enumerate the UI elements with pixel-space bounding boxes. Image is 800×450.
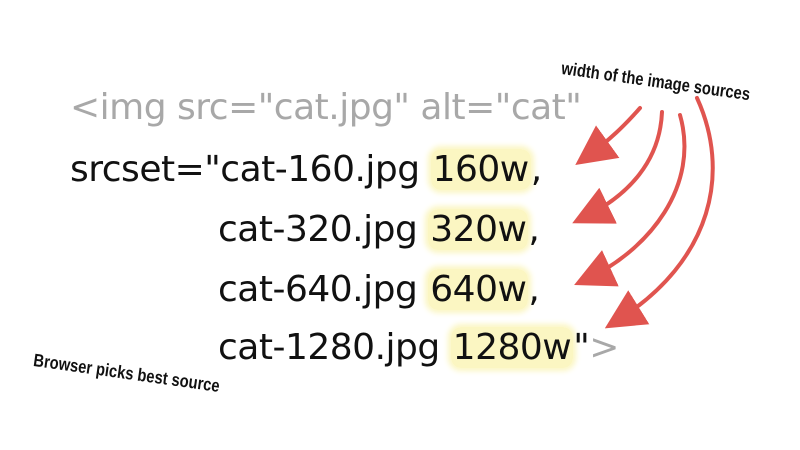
code-line-srcset-160: srcset="cat-160.jpg 160w,: [70, 149, 542, 190]
width-descriptor-640: 640w: [428, 269, 529, 310]
closing-bracket: >: [589, 327, 619, 368]
code-line-srcset-320: cat-320.jpg 320w,: [218, 209, 540, 250]
srcset-1280-filename: cat-1280.jpg: [218, 327, 451, 368]
srcset-160-filename: srcset="cat-160.jpg: [70, 149, 431, 190]
srcset-640-filename: cat-640.jpg: [218, 269, 429, 310]
closing-quote: ": [573, 327, 590, 368]
code-line-srcset-1280: cat-1280.jpg 1280w">: [218, 327, 619, 368]
width-descriptor-320: 320w: [428, 209, 529, 250]
comma: ,: [528, 209, 540, 250]
arrow-to-320w: [572, 110, 664, 224]
comma: ,: [528, 269, 540, 310]
srcset-320-filename: cat-320.jpg: [218, 209, 429, 250]
arrow-to-1280w: [604, 96, 715, 329]
arrow-to-640w: [574, 113, 687, 287]
code-line-img-tag: <img src="cat.jpg" alt="cat": [70, 87, 582, 128]
code-line-srcset-640: cat-640.jpg 640w,: [218, 269, 540, 310]
comma: ,: [530, 149, 542, 190]
img-tag-text: <img src="cat.jpg" alt="cat": [70, 87, 582, 128]
width-descriptor-160: 160w: [430, 149, 531, 190]
arrow-to-160w: [575, 106, 642, 166]
width-descriptor-1280: 1280w: [450, 327, 574, 368]
